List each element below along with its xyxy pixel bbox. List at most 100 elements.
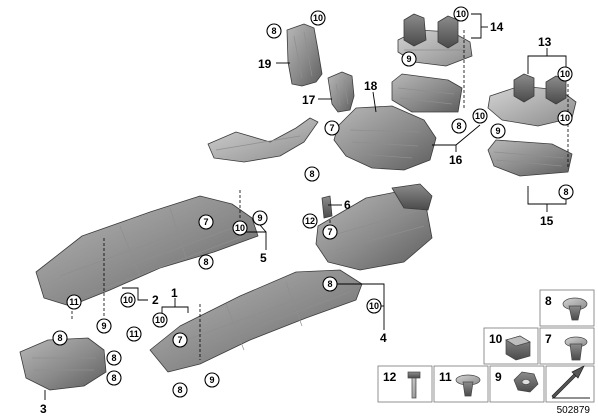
- callout-10e: 10: [472, 108, 488, 124]
- svg-text:10: 10: [123, 295, 133, 305]
- svg-text:10: 10: [235, 223, 245, 233]
- callout-8c: 8: [304, 166, 320, 182]
- svg-text:11: 11: [129, 329, 139, 339]
- callout-8k: 8: [106, 370, 122, 386]
- callout-8e: 8: [451, 118, 467, 134]
- part-5-panel: [35, 195, 259, 307]
- svg-text:8: 8: [177, 385, 182, 395]
- callout-8a: 8: [266, 23, 282, 39]
- callout-11a: 11: [66, 294, 82, 310]
- legend-label-10: 10: [489, 332, 503, 346]
- callout-8g: 8: [198, 254, 214, 270]
- callout-12a: 12: [302, 213, 318, 229]
- svg-text:10: 10: [560, 113, 570, 123]
- callout-10h: 10: [366, 298, 382, 314]
- callout-8b: 8: [558, 184, 574, 200]
- callout-9e: 9: [96, 318, 112, 334]
- direction-arrow-icon: [551, 365, 590, 399]
- svg-text:12: 12: [305, 216, 315, 226]
- svg-text:8: 8: [309, 169, 314, 179]
- callout-10i: 10: [120, 292, 136, 308]
- svg-text:9: 9: [101, 321, 106, 331]
- callout-8l: 8: [172, 382, 188, 398]
- svg-text:11: 11: [69, 297, 79, 307]
- part-4-panel: [315, 183, 433, 271]
- label-15: 15: [540, 214, 554, 228]
- label-3: 3: [40, 402, 47, 416]
- callout-7c: 7: [198, 214, 214, 230]
- part-16-shield: [333, 105, 437, 171]
- part-1-panel: [149, 269, 363, 373]
- label-17: 17: [302, 93, 316, 107]
- label-6: 6: [344, 198, 351, 212]
- part-17-bracket: [327, 71, 355, 113]
- part-14-mount: [397, 13, 473, 67]
- label-14: 14: [490, 20, 504, 34]
- svg-text:8: 8: [563, 187, 568, 197]
- label-16: 16: [449, 153, 463, 167]
- part-crossmember: [207, 117, 319, 163]
- svg-text:8: 8: [327, 279, 332, 289]
- callout-9a: 9: [401, 51, 417, 67]
- callout-8h: 8: [322, 276, 338, 292]
- fastener-8-icon: [562, 297, 588, 321]
- fastener-11-icon: [455, 374, 481, 397]
- callout-10d: 10: [557, 110, 573, 126]
- legend-box-12: [377, 365, 433, 403]
- callout-10b: 10: [453, 6, 469, 22]
- label-1: 1: [171, 286, 178, 300]
- fastener-10-icon: [505, 335, 531, 361]
- callout-10a: 10: [310, 10, 326, 26]
- label-2: 2: [152, 293, 159, 307]
- callout-7d: 7: [322, 224, 338, 240]
- part-6-clip: [321, 195, 333, 219]
- svg-text:10: 10: [369, 301, 379, 311]
- svg-text:8: 8: [203, 257, 208, 267]
- callout-10c: 10: [557, 66, 573, 82]
- part-3-panel: [19, 337, 107, 391]
- callout-10j: 10: [152, 312, 168, 328]
- fastener-9-icon: [513, 371, 539, 393]
- callout-8j: 8: [106, 350, 122, 366]
- label-13: 13: [538, 35, 552, 49]
- svg-text:9: 9: [495, 126, 500, 136]
- label-4: 4: [380, 331, 387, 345]
- svg-text:8: 8: [111, 373, 116, 383]
- part-15-tray: [487, 139, 573, 177]
- fastener-legend: 8 10 7 12 11: [377, 289, 595, 403]
- legend-label-9: 9: [495, 370, 502, 384]
- callout-9c: 9: [252, 210, 268, 226]
- callout-7a: 7: [324, 120, 340, 136]
- legend-label-11: 11: [439, 370, 452, 384]
- legend-box-7: [539, 327, 595, 365]
- callout-8i: 8: [52, 330, 68, 346]
- svg-text:7: 7: [327, 227, 332, 237]
- svg-text:8: 8: [271, 26, 276, 36]
- svg-text:10: 10: [456, 9, 466, 19]
- svg-text:8: 8: [111, 353, 116, 363]
- legend-label-8: 8: [545, 294, 552, 308]
- svg-text:10: 10: [155, 315, 165, 325]
- part-19-bracket: [286, 23, 323, 87]
- group-numbers: 19 17 18 14 13 16 15 5 6 4 2 1 3: [40, 20, 554, 416]
- callout-9f: 9: [204, 372, 220, 388]
- label-5: 5: [260, 251, 267, 265]
- fastener-7-icon: [564, 336, 588, 361]
- callouts: 8 10 10 9 10 9 10 8 7 8 8 10 9 10 7 8 12…: [52, 6, 574, 398]
- svg-text:9: 9: [257, 213, 262, 223]
- legend-label-7: 7: [545, 332, 552, 346]
- callout-7e: 7: [172, 332, 188, 348]
- callout-10f: 10: [232, 220, 248, 236]
- callout-11b: 11: [126, 326, 142, 342]
- fastener-12-icon: [407, 371, 421, 399]
- svg-text:8: 8: [456, 121, 461, 131]
- label-19: 19: [258, 57, 272, 71]
- legend-label-12: 12: [383, 370, 397, 384]
- part-18-tray: [391, 73, 463, 113]
- svg-text:10: 10: [313, 13, 323, 23]
- svg-text:7: 7: [329, 123, 334, 133]
- svg-text:10: 10: [560, 69, 570, 79]
- svg-text:7: 7: [203, 217, 208, 227]
